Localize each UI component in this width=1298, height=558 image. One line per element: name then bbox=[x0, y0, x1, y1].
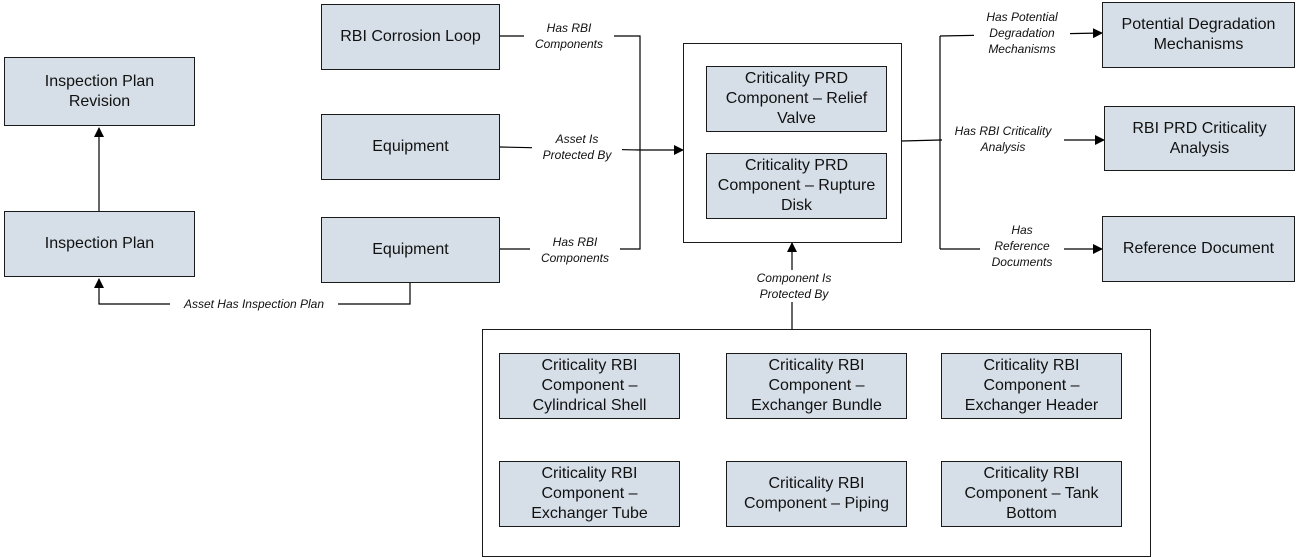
node-rbi-cylindrical-shell[interactable]: Criticality RBI Component – Cylindrical … bbox=[499, 353, 680, 419]
node-inspection-plan-revision[interactable]: Inspection Plan Revision bbox=[4, 57, 195, 126]
edge-label-has-rbi-criticality-analysis: Has RBI Criticality Analysis bbox=[942, 123, 1064, 155]
node-rbi-exchanger-header[interactable]: Criticality RBI Component – Exchanger He… bbox=[941, 353, 1122, 419]
node-rbi-tank-bottom[interactable]: Criticality RBI Component – Tank Bottom bbox=[941, 461, 1122, 527]
node-inspection-plan[interactable]: Inspection Plan bbox=[4, 211, 195, 277]
node-potential-degradation[interactable]: Potential Degradation Mechanisms bbox=[1102, 2, 1295, 68]
edge-label-has-rbi-components-2: Has RBI Components bbox=[530, 234, 620, 266]
edge-label-component-is-protected-by: Component Is Protected By bbox=[742, 270, 846, 302]
node-rbi-prd-criticality[interactable]: RBI PRD Criticality Analysis bbox=[1104, 106, 1295, 171]
node-label: Criticality PRD Component – Relief Valve bbox=[725, 70, 868, 127]
node-rbi-exchanger-tube[interactable]: Criticality RBI Component – Exchanger Tu… bbox=[499, 461, 680, 527]
node-equipment-2[interactable]: Equipment bbox=[321, 217, 500, 283]
node-label: Criticality RBI Component – Piping bbox=[744, 475, 889, 512]
node-label: Inspection Plan bbox=[44, 235, 155, 252]
node-label: Criticality PRD Component – Rupture Disk bbox=[717, 157, 876, 214]
node-label: Criticality RBI Component – Exchanger Tu… bbox=[531, 465, 648, 522]
node-label: RBI Corrosion Loop bbox=[340, 28, 481, 45]
edge-label-has-reference-documents: Has Reference Documents bbox=[980, 222, 1064, 270]
node-label: Criticality RBI Component – Cylindrical … bbox=[532, 357, 647, 414]
edge-label-asset-is-protected-by: Asset Is Protected By bbox=[532, 131, 622, 163]
node-prd-rupture-disk[interactable]: Criticality PRD Component – Rupture Disk bbox=[706, 153, 887, 219]
node-rbi-piping[interactable]: Criticality RBI Component – Piping bbox=[726, 461, 907, 527]
node-prd-relief-valve[interactable]: Criticality PRD Component – Relief Valve bbox=[706, 66, 887, 132]
node-label: Criticality RBI Component – Exchanger Bu… bbox=[751, 357, 882, 414]
edge-right-trunk bbox=[901, 139, 941, 142]
edge-label-has-rbi-components-1: Has RBI Components bbox=[524, 20, 614, 52]
node-equipment-1[interactable]: Equipment bbox=[321, 114, 500, 180]
node-rbi-exchanger-bundle[interactable]: Criticality RBI Component – Exchanger Bu… bbox=[726, 353, 907, 419]
edge-label-asset-has-inspection-plan: Asset Has Inspection Plan bbox=[170, 296, 338, 312]
node-label: Equipment bbox=[372, 138, 449, 155]
node-rbi-corrosion-loop[interactable]: RBI Corrosion Loop bbox=[321, 4, 500, 70]
node-label: Inspection Plan Revision bbox=[44, 72, 155, 110]
node-label: Criticality RBI Component – Exchanger He… bbox=[964, 357, 1099, 414]
node-label: Potential Degradation Mechanisms bbox=[1121, 16, 1276, 53]
edge-label-has-potential-degradation: Has Potential Degradation Mechanisms bbox=[974, 9, 1070, 57]
node-label: Reference Document bbox=[1122, 240, 1275, 257]
node-reference-document[interactable]: Reference Document bbox=[1102, 216, 1295, 282]
node-label: Equipment bbox=[372, 241, 449, 258]
node-label: RBI PRD Criticality Analysis bbox=[1132, 119, 1267, 157]
node-label: Criticality RBI Component – Tank Bottom bbox=[964, 465, 1099, 522]
